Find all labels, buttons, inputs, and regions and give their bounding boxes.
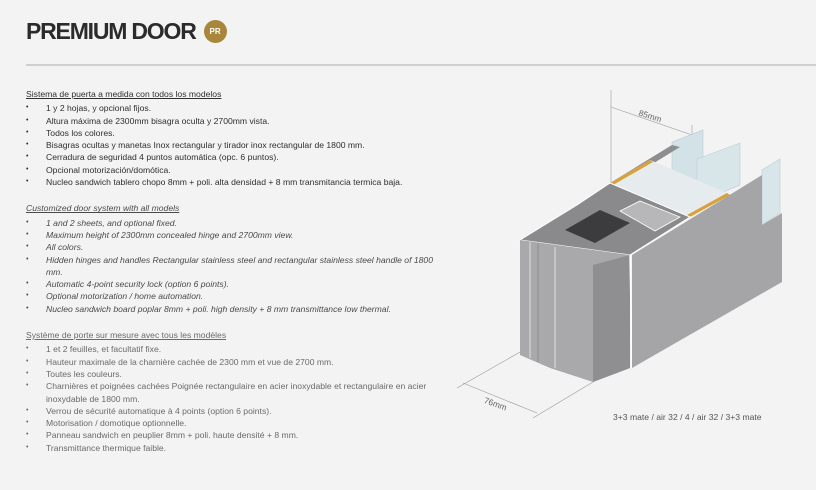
list-item: Todos los colores. — [26, 127, 446, 140]
section-spanish: Sistema de puerta a medida con todos los… — [26, 88, 446, 189]
section-heading: Customized door system with all models — [26, 203, 180, 214]
list-item: Cerradura de seguridad 4 puntos automáti… — [26, 151, 446, 164]
dimension-label-top: 85mm — [637, 108, 663, 125]
glass-spec-caption: 3+3 mate / air 32 / 4 / air 32 / 3+3 mat… — [613, 412, 762, 422]
list-item: Motorisation / domotique optionnelle. — [26, 417, 446, 430]
list-item: Panneau sandwich en peuplier 8mm + poli.… — [26, 429, 446, 442]
page-title: PREMIUM DOOR — [26, 18, 197, 44]
profile-chamber — [565, 210, 630, 243]
list-item: All colors. — [26, 241, 446, 254]
door-profile-illustration: 85mm 76mm — [456, 90, 782, 419]
product-badge: PR — [203, 19, 227, 43]
dimension-label-bottom: 76mm — [483, 395, 509, 412]
glass-pane — [761, 158, 781, 226]
list-item: Automatic 4-point security lock (option … — [26, 278, 446, 291]
list-item: 1 et 2 feuilles, et facultatif fixe. — [26, 343, 446, 356]
list-item: Charnières et poignées cachées Poignée r… — [26, 380, 446, 405]
list-item: Maximum height of 2300mm concealed hinge… — [26, 229, 446, 242]
dimension-lines — [456, 90, 693, 419]
insulation-panel — [610, 160, 727, 215]
list-item: Nucleo sandwich board poplar 8mm + poli.… — [26, 303, 446, 316]
list-item: Optional motorization / home automation. — [26, 290, 446, 303]
list-item: 1 and 2 sheets, and optional fixed. — [26, 217, 446, 230]
list-item: Bisagras ocultas y manetas Inox rectangu… — [26, 139, 446, 152]
section-french: Système de porte sur mesure avec tous le… — [26, 329, 446, 454]
section-heading: Système de porte sur mesure avec tous le… — [26, 330, 227, 341]
list-item: Hauteur maximale de la charnière cachée … — [26, 356, 446, 369]
text-column: Sistema de puerta a medida con todos los… — [26, 88, 446, 454]
list-item: Opcional motorización/domótica. — [26, 164, 446, 177]
list-item: Hidden hinges and handles Rectangular st… — [26, 254, 446, 279]
list-item: 1 y 2 hojas, y opcional fijos. — [26, 102, 446, 115]
profile-chamber — [619, 200, 681, 232]
section-heading: Sistema de puerta a medida con todos los… — [26, 89, 222, 99]
divider — [26, 64, 816, 66]
insulation-strip — [687, 193, 730, 217]
list-item: Transmittance thermique faible. — [26, 442, 446, 455]
list-item: Verrou de sécurité automatique à 4 point… — [26, 405, 446, 418]
header: PREMIUM DOOR PR — [26, 17, 227, 45]
list-item: Toutes les couleurs. — [26, 368, 446, 381]
section-english: Customized door system with all models 1… — [26, 202, 446, 315]
door-leaf-panel — [632, 175, 782, 368]
list-item: Nucleo sandwich tablero chopo 8mm + poli… — [26, 176, 446, 189]
insulation-strip — [610, 160, 653, 185]
list-item: Altura máxima de 2300mm bisagra oculta y… — [26, 115, 446, 128]
